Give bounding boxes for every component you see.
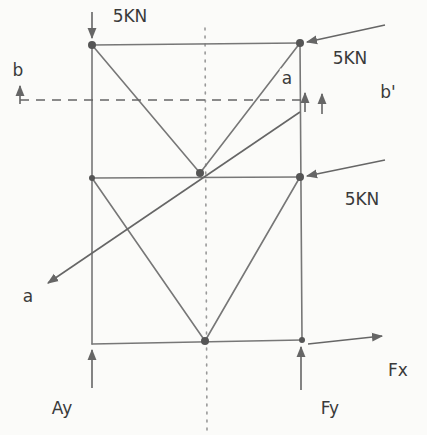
joint <box>299 337 305 343</box>
middle-chord <box>92 177 300 178</box>
joint <box>88 41 96 49</box>
load-arrow <box>307 25 385 42</box>
truss-members <box>92 28 302 430</box>
section-arrow <box>321 94 323 114</box>
diagonal <box>205 177 300 341</box>
diagonal <box>200 43 300 173</box>
diagonal <box>92 45 200 173</box>
load-arrow <box>307 160 385 176</box>
top-chord <box>92 43 300 45</box>
section-label: b' <box>378 83 397 102</box>
joint <box>89 175 95 181</box>
joint <box>296 173 304 181</box>
section-line <box>48 112 300 283</box>
forces-and-sections <box>20 12 385 390</box>
reaction-arrow <box>300 347 302 390</box>
right-post <box>300 43 302 340</box>
bottom-chord <box>92 340 302 344</box>
section-arrow <box>304 93 306 112</box>
symmetry-axis <box>205 28 207 430</box>
section-arrow <box>19 86 21 104</box>
reaction-label: Ay <box>50 399 75 418</box>
section-label: b <box>11 61 26 80</box>
joint <box>296 39 304 47</box>
joint <box>201 337 209 345</box>
load-label: 5KN <box>343 190 382 209</box>
reaction-arrow <box>91 350 93 388</box>
load-label: 5KN <box>111 7 150 26</box>
joints <box>88 39 305 345</box>
reaction-label: Fy <box>319 399 341 418</box>
section-label: a <box>280 69 294 88</box>
reaction-label: Fx <box>386 361 410 380</box>
reaction-arrow <box>308 336 382 344</box>
diagonal <box>92 178 205 341</box>
section-label: a <box>21 287 35 306</box>
section-line <box>20 99 305 101</box>
joint <box>196 169 204 177</box>
load-label: 5KN <box>331 49 370 68</box>
left-post <box>91 45 93 344</box>
load-arrow <box>91 12 93 38</box>
